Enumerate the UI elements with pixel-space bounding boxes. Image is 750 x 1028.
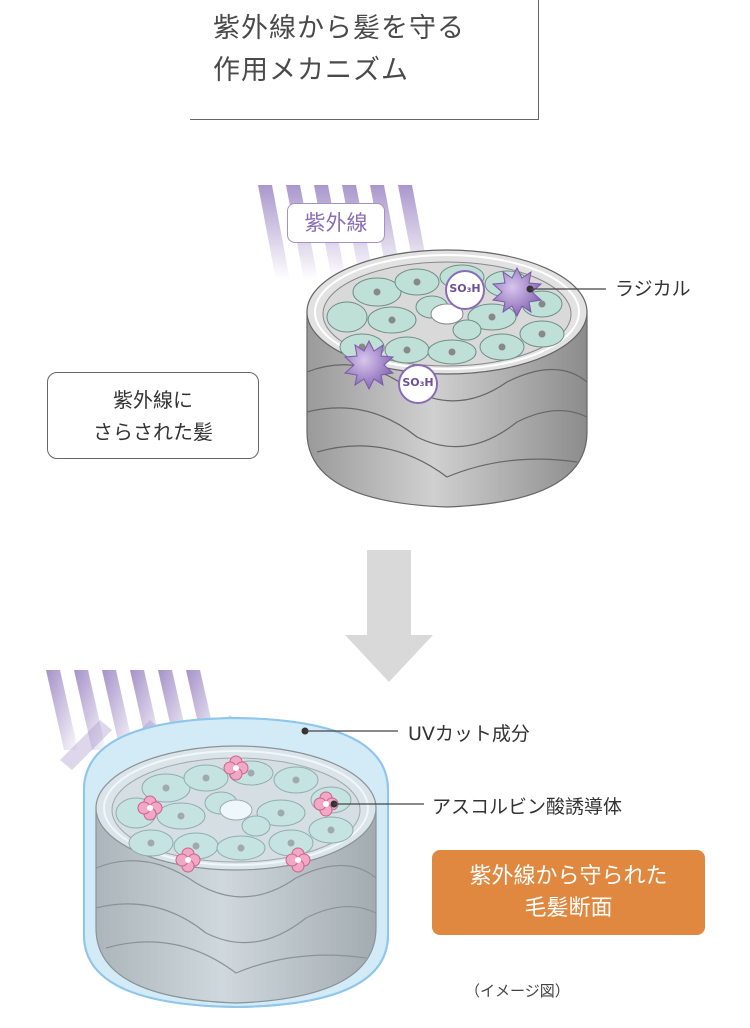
- uv-cut-label: UVカット成分: [408, 723, 530, 745]
- uv-tag: 紫外線: [287, 203, 385, 243]
- so3h-label: SO₃H: [402, 376, 434, 389]
- protected-line-2: 毛髪断面: [524, 895, 613, 921]
- page-title: 紫外線から髪を守る 作用メカニズム: [213, 8, 465, 92]
- down-arrow-icon: [345, 550, 433, 682]
- so3h-label: SO₃H: [449, 282, 481, 295]
- protected-line-1: 紫外線から守られた: [469, 863, 668, 889]
- radical-label: ラジカル: [615, 278, 691, 300]
- title-frame: [190, 0, 539, 120]
- uv-exposed-hair-label: 紫外線に さらされた髪: [47, 372, 259, 459]
- protected-hair-cross-section: [83, 716, 424, 1009]
- title-line-1: 紫外線から髪を守る: [213, 13, 465, 44]
- so3h-icon: [398, 364, 438, 404]
- uv-exposed-line-1: 紫外線に: [113, 387, 193, 412]
- so3h-icon: [445, 270, 485, 310]
- title-line-2: 作用メカニズム: [213, 55, 409, 86]
- damaged-hair-cross-section: [306, 249, 606, 508]
- protected-hair-label: 紫外線から守られた 毛髪断面: [432, 850, 705, 935]
- ascorbic-label: アスコルビン酸誘導体: [432, 796, 623, 818]
- uv-exposed-line-2: さらされた髪: [93, 419, 213, 444]
- image-caption: （イメージ図）: [465, 982, 570, 1000]
